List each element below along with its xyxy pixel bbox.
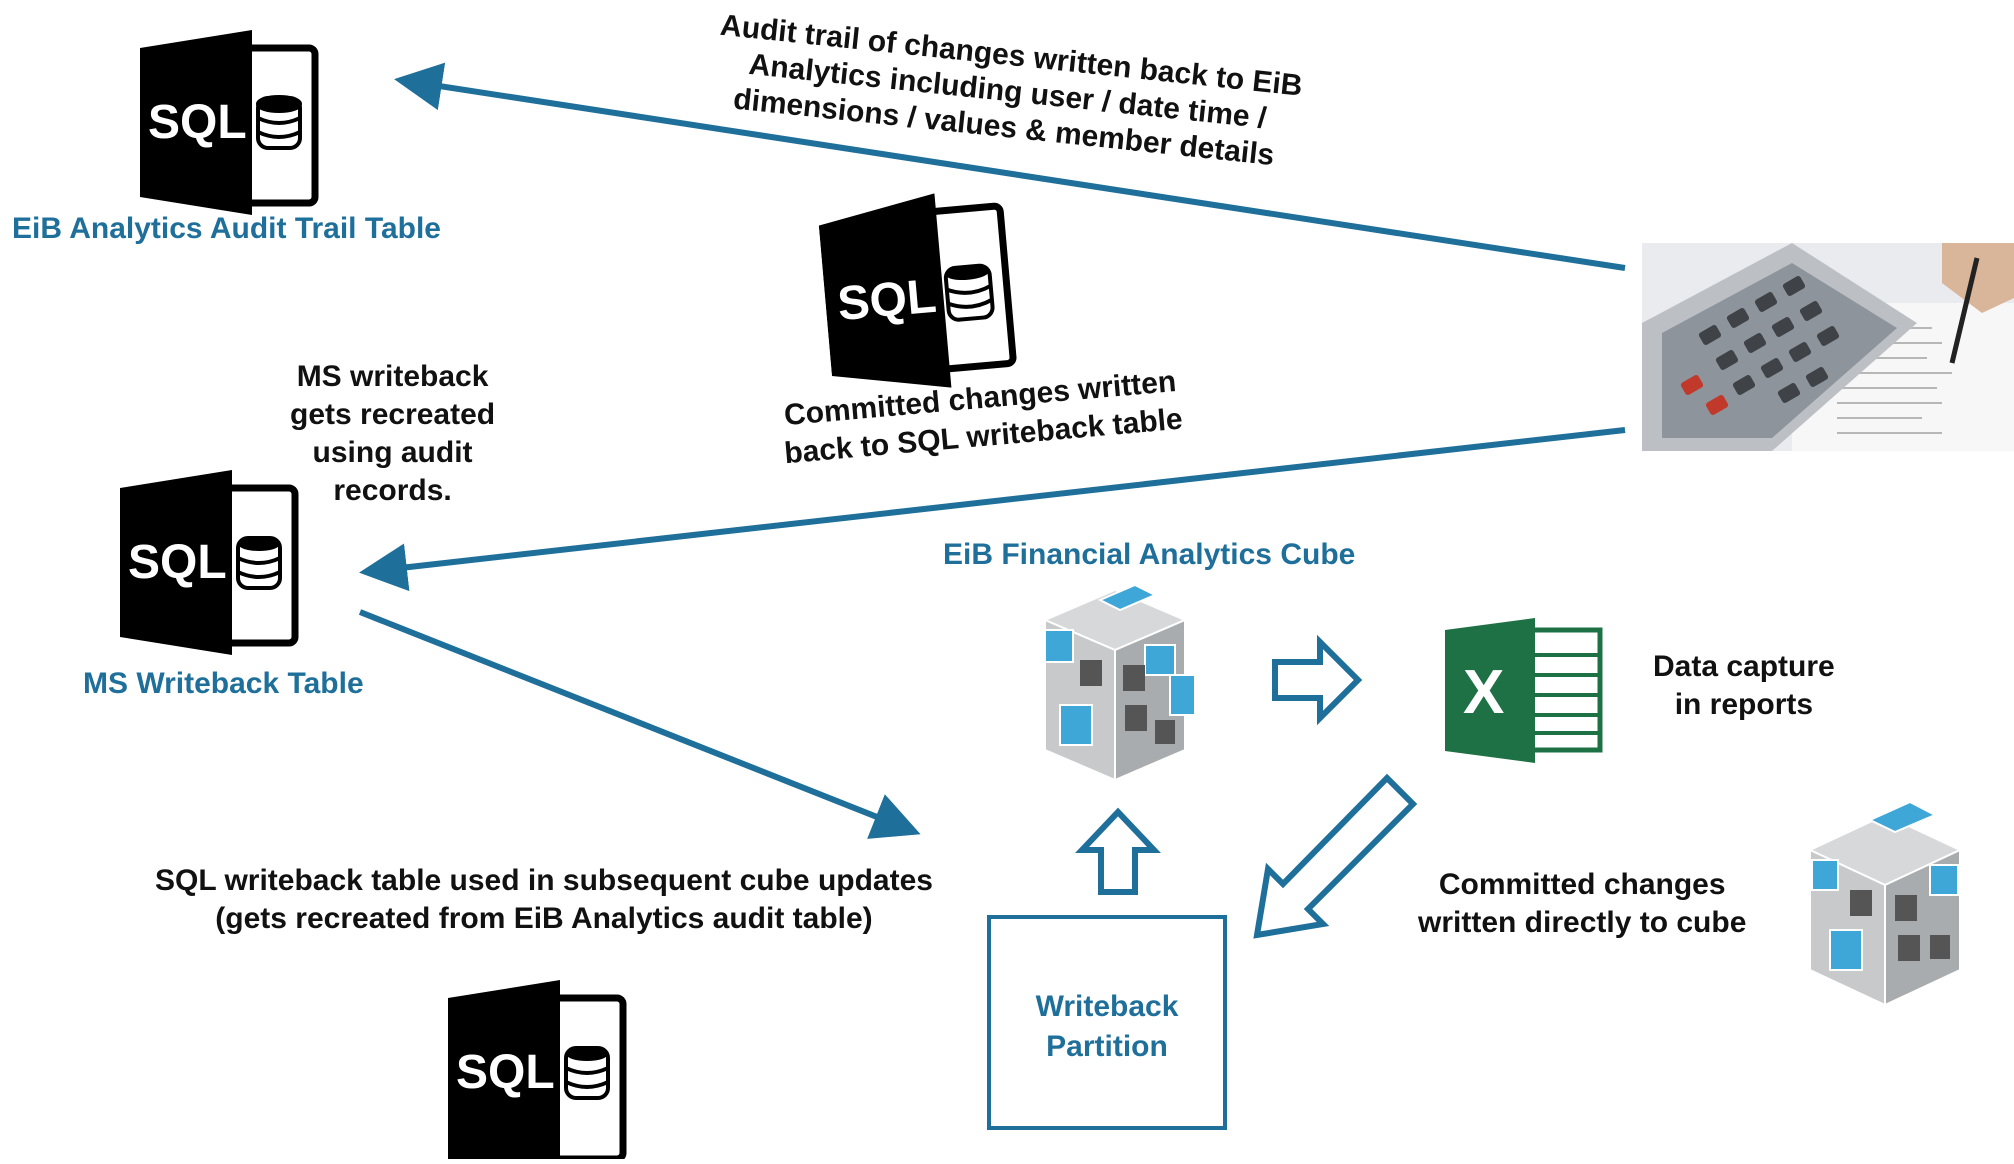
svg-text:SQL: SQL [128,536,227,589]
svg-text:SQL: SQL [456,1046,555,1099]
calculator-image [1642,243,2014,451]
writeback-partition-label: Writeback Partition [1035,990,1179,1063]
arrow-committed-to-ms [359,427,1626,592]
committed-cube-note: Committed changes written directly to cu… [1418,868,1747,939]
sql-committed-icon: SQL [818,193,1017,395]
audit-trail-table-label: EiB Analytics Audit Trail Table [12,212,441,245]
svg-text:SQL: SQL [148,96,247,149]
hollow-arrow-right [1272,634,1363,726]
ms-writeback-table-label: MS Writeback Table [83,667,364,700]
svg-text:X: X [1463,658,1504,727]
cube-title: EiB Financial Analytics Cube [943,538,1356,571]
writeback-partition-box: Writeback Partition [987,915,1227,1130]
sql-ms-writeback-icon: SQL [120,470,300,660]
sql-bottom-icon: SQL [448,980,628,1164]
svg-text:SQL: SQL [835,270,938,331]
hollow-arrow-diagonal [1253,773,1418,939]
small-cube-graphic [1780,800,2014,1010]
arrow-audit-to-sql [394,62,1626,271]
data-capture-label: Data capture in reports [1653,650,1835,721]
sql-audit-icon: SQL [140,30,320,220]
analytics-cube-graphic [1005,580,1227,790]
arrow-ms-to-partition [358,609,921,839]
sql-subsequent-note: SQL writeback table used in subsequent c… [155,864,933,935]
excel-icon: X [1445,618,1605,763]
ms-recreate-note: MS writeback gets recreated using audit … [290,360,496,507]
hollow-arrow-up [1075,807,1161,895]
